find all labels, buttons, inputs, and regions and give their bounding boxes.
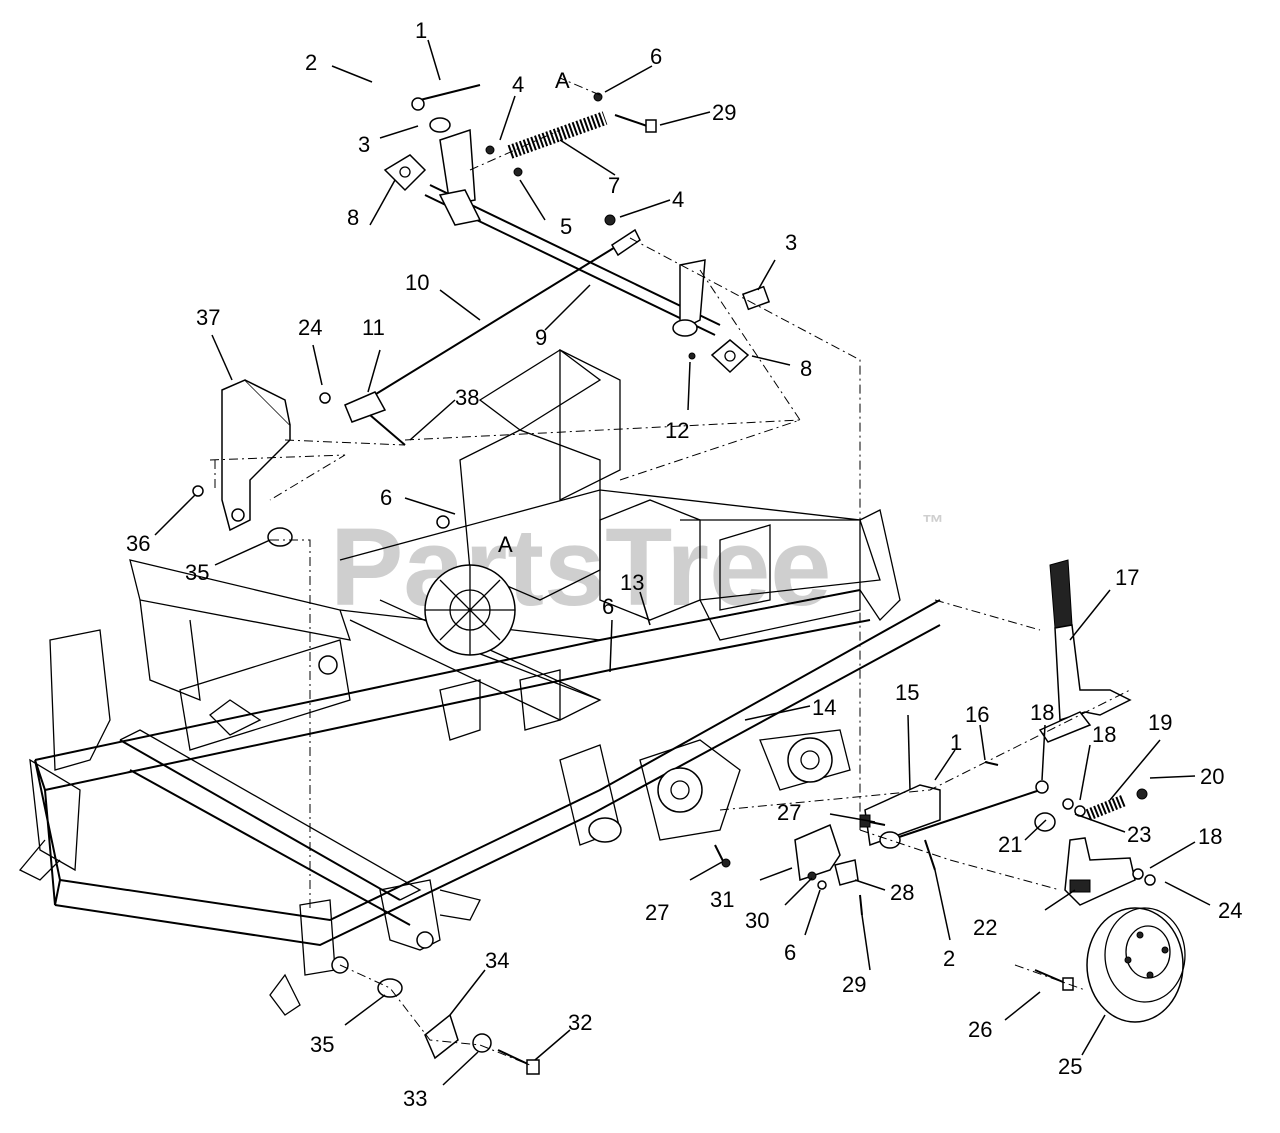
callout-29b: 29 — [842, 972, 866, 997]
callout-6: 6 — [650, 44, 662, 69]
watermark-trademark: ™ — [922, 510, 944, 535]
brake-linkage-assembly — [714, 559, 1186, 1023]
callout-9: 9 — [535, 325, 547, 350]
callout-29: 29 — [712, 100, 736, 125]
callout-a2: A — [498, 532, 513, 557]
callout-7: 7 — [608, 173, 620, 198]
callout-3: 3 — [358, 132, 370, 157]
callout-35: 35 — [185, 560, 209, 585]
callout-11: 11 — [362, 315, 385, 340]
callout-5: 5 — [560, 214, 572, 239]
callout-23: 23 — [1127, 822, 1151, 847]
callout-32: 32 — [568, 1010, 592, 1035]
callout-33: 33 — [403, 1086, 427, 1111]
callout-21: 21 — [998, 832, 1022, 857]
callout-12: 12 — [665, 418, 689, 443]
callout-18b: 18 — [1092, 722, 1116, 747]
callout-27b: 27 — [645, 900, 669, 925]
callout-6c: 6 — [602, 594, 614, 619]
callout-6b: 6 — [380, 485, 392, 510]
transaxle-assembly — [439, 669, 851, 841]
lift-shaft-assembly — [192, 84, 771, 547]
callout-labels: 1 2 3 4 5 6 A 29 7 8 4 3 10 9 8 12 37 24… — [126, 18, 1242, 1111]
callout-1: 1 — [415, 18, 427, 43]
callout-8b: 8 — [800, 356, 812, 381]
callout-16: 16 — [965, 702, 989, 727]
callout-4: 4 — [512, 72, 524, 97]
callout-13: 13 — [620, 570, 644, 595]
callout-3b: 3 — [785, 230, 797, 255]
callout-4b: 4 — [672, 187, 684, 212]
callout-17: 17 — [1115, 565, 1139, 590]
callout-37: 37 — [196, 305, 220, 330]
alignment-lines — [209, 77, 1131, 1066]
chassis-frame — [18, 348, 941, 1016]
callout-2: 2 — [305, 50, 317, 75]
callout-19: 19 — [1148, 710, 1172, 735]
callout-24: 24 — [298, 315, 322, 340]
callout-38: 38 — [455, 385, 479, 410]
callout-28: 28 — [890, 880, 914, 905]
watermark: PartsTree — [330, 506, 831, 629]
callout-30: 30 — [745, 908, 769, 933]
callout-26: 26 — [968, 1017, 992, 1042]
callout-10: 10 — [405, 270, 429, 295]
callout-18c: 18 — [1198, 824, 1222, 849]
callout-34: 34 — [485, 948, 509, 973]
callout-18: 18 — [1030, 700, 1054, 725]
callout-6d: 6 — [784, 940, 796, 965]
callout-14: 14 — [812, 695, 836, 720]
callout-20: 20 — [1200, 764, 1224, 789]
callout-22: 22 — [973, 915, 997, 940]
callout-8: 8 — [347, 205, 359, 230]
callout-25: 25 — [1058, 1054, 1082, 1079]
callout-36: 36 — [126, 531, 150, 556]
callout-35b: 35 — [310, 1032, 334, 1057]
brake-drum — [1086, 907, 1186, 1023]
pivot-hardware — [377, 978, 540, 1075]
callout-27: 27 — [777, 800, 801, 825]
callout-a: A — [555, 68, 570, 93]
spring-7 — [507, 111, 608, 159]
callout-15: 15 — [895, 680, 919, 705]
callout-24b: 24 — [1218, 898, 1242, 923]
callout-1b: 1 — [950, 730, 962, 755]
callout-31: 31 — [710, 887, 734, 912]
cooling-fan — [424, 564, 516, 656]
callout-arrows — [154, 39, 1211, 1086]
callout-2b: 2 — [943, 946, 955, 971]
